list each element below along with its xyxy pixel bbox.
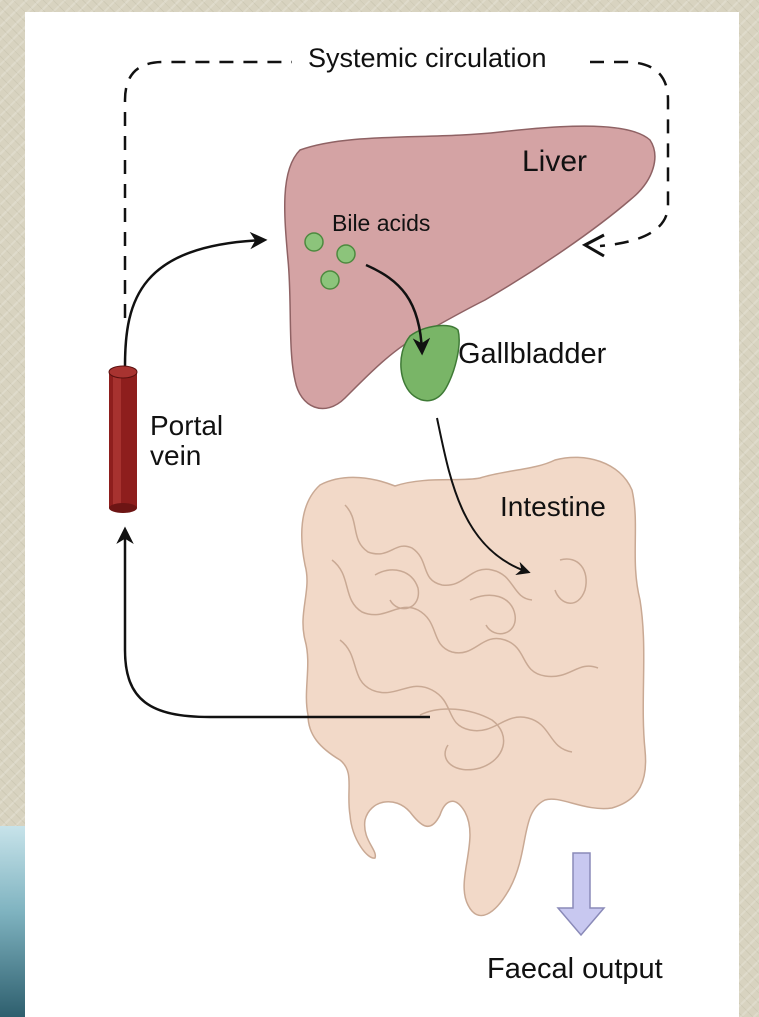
portal-vein-label: Portal vein	[150, 411, 223, 471]
bile-acid-dot	[321, 271, 339, 289]
gallbladder-label: Gallbladder	[458, 340, 606, 369]
faecal-output-label: Faecal output	[487, 955, 663, 984]
bile-acid-dot	[337, 245, 355, 263]
liver-label: Liver	[522, 147, 587, 177]
intestine-label: Intestine	[500, 493, 606, 521]
systemic-circulation-label: Systemic circulation	[308, 45, 547, 72]
bile-acids-label: Bile acids	[332, 212, 430, 235]
intestine-illustration	[302, 457, 646, 915]
portal-vein-cylinder	[109, 366, 137, 513]
intestine-shape	[302, 457, 646, 915]
portal-vein-label-line1: Portal	[150, 411, 223, 441]
faecal-output-arrow	[558, 853, 604, 935]
gallbladder-shape	[401, 325, 459, 400]
bile-acid-dot	[305, 233, 323, 251]
portal-to-liver-arrow	[125, 240, 264, 366]
portal-vein-label-line2: vein	[150, 441, 223, 471]
